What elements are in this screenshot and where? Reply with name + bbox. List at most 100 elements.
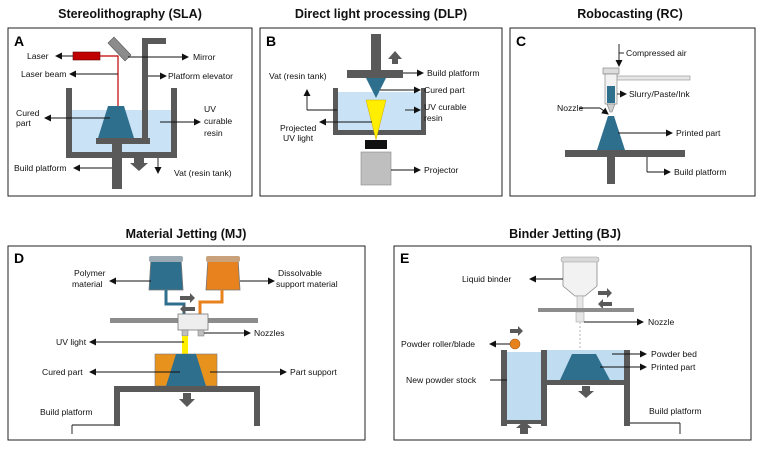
dlp-projector-lens <box>365 140 387 149</box>
rc-title: Robocasting (RC) <box>577 7 683 21</box>
sla-vat-label: Vat (resin tank) <box>174 168 232 178</box>
dlp-projected-label-1: Projected <box>280 123 317 133</box>
dlp-cured-part-label: Cured part <box>424 85 465 95</box>
sla-letter: A <box>14 33 24 49</box>
dlp-cured-part <box>366 78 386 98</box>
mj-down-arrow-icon <box>179 393 195 407</box>
bj-binder-feed <box>576 295 584 311</box>
mj-title: Material Jetting (MJ) <box>126 227 247 241</box>
bj-up-arrow-icon <box>516 421 532 434</box>
sla-cured-part-label-1: Cured <box>16 108 40 118</box>
sla-cured-part-label-2: part <box>16 118 31 128</box>
bj-bed-wall-right <box>624 350 630 426</box>
mj-cured-part-label: Cured part <box>42 367 83 377</box>
rc-printed-part <box>597 116 625 150</box>
bj-roller-arrow-icon <box>510 326 523 336</box>
sla-platform-elevator-label: Platform elevator <box>168 71 233 81</box>
dlp-vat <box>333 88 426 135</box>
mj-uv-light-label: UV light <box>56 337 87 347</box>
bj-title: Binder Jetting (BJ) <box>509 227 621 241</box>
bj-nozzle <box>575 311 585 323</box>
rc-letter: C <box>516 33 526 49</box>
mj-nozzles-label: Nozzles <box>254 328 285 338</box>
rc-build-platform <box>565 150 685 157</box>
dlp-build-platform-label: Build platform <box>427 68 480 78</box>
mj-nozzle-1 <box>181 329 189 337</box>
dlp-projected-light <box>365 99 387 141</box>
sla-build-platform-stem <box>112 144 122 189</box>
sla-laser-beam <box>100 55 119 106</box>
mj-polymer-tank <box>148 257 184 291</box>
sla-resin-label-2: curable <box>204 116 232 126</box>
mj-uv-light <box>182 336 188 354</box>
bj-printed-part-label: Printed part <box>651 362 696 372</box>
sla-mirror-label: Mirror <box>193 52 216 62</box>
mj-build-platform <box>114 386 260 392</box>
rc-slurry-label: Slurry/Paste/Ink <box>629 89 690 99</box>
mj-letter: D <box>14 250 24 266</box>
sla-laser <box>72 51 101 61</box>
bj-down-arrow-icon <box>578 386 594 398</box>
bj-stock-wall-left <box>501 350 507 426</box>
dlp-vat-label: Vat (resin tank) <box>269 71 327 81</box>
rc-nozzle-label: Nozzle <box>557 103 583 113</box>
mj-polymer-label-1: Polymer <box>74 268 106 278</box>
bj-new-powder-label: New powder stock <box>406 375 477 385</box>
bj-gantry-rail <box>538 308 634 312</box>
mj-platform-leg-left <box>114 392 120 426</box>
dlp-title: Direct light processing (DLP) <box>295 7 467 21</box>
bj-liquid-binder-label: Liquid binder <box>462 274 511 284</box>
mj-print-head <box>177 313 209 331</box>
mj-cured-part <box>166 354 206 386</box>
rc-build-platform-stem <box>607 157 615 184</box>
bj-letter: E <box>400 250 409 266</box>
mj-right-arrow-icon <box>180 293 195 303</box>
rc-compressed-air-label: Compressed air <box>626 48 687 58</box>
dlp-projector-label: Projector <box>424 165 459 175</box>
sla-down-arrow-icon <box>130 158 148 171</box>
bj-powder-roller-label: Powder roller/blade <box>401 339 475 349</box>
dlp-up-arrow-icon <box>388 51 402 64</box>
dlp-build-platform <box>347 70 403 78</box>
dlp-projected-label-2: UV light <box>283 133 314 143</box>
mj-polymer-tank-lid <box>149 256 183 262</box>
sla-mirror <box>107 36 132 62</box>
bj-powder-bed-label: Powder bed <box>651 349 697 359</box>
dlp-resin-label-2: resin <box>424 113 443 123</box>
rc-nozzle-tip <box>606 103 616 113</box>
sla-resin-label-3: resin <box>204 128 223 138</box>
rc-panel <box>509 27 756 197</box>
sla-resin-label-1: UV <box>204 104 216 114</box>
rc-gantry-rail <box>611 75 691 81</box>
mj-support-tank-lid <box>206 256 240 262</box>
sla-build-platform-label: Build platform <box>14 163 67 173</box>
rc-slurry <box>607 86 615 103</box>
rc-syringe-cap <box>602 67 620 75</box>
mj-dissolvable-label-2: support material <box>276 279 338 289</box>
bj-left-arrow-icon <box>598 299 612 309</box>
mj-build-platform-label: Build platform <box>40 407 93 417</box>
rc-build-platform-label: Build platform <box>674 167 727 177</box>
sla-laser-beam-label: Laser beam <box>21 69 66 79</box>
bj-binder-tank <box>562 259 598 297</box>
bj-build-platform-label: Build platform <box>649 406 702 416</box>
dlp-projector <box>360 151 392 186</box>
mj-dissolvable-label-1: Dissolvable <box>278 268 322 278</box>
mj-support-tank <box>205 257 241 291</box>
bj-stock-wall-mid <box>541 350 547 426</box>
bj-powder-stock <box>507 352 541 422</box>
mj-support-line <box>198 290 224 320</box>
mj-part-support-label: Part support <box>290 367 337 377</box>
mj-left-arrow-icon <box>180 304 195 314</box>
dlp-elevator <box>371 34 381 70</box>
rc-printed-part-label: Printed part <box>676 128 721 138</box>
sla-title: Stereolithography (SLA) <box>58 7 202 21</box>
bj-nozzle-label: Nozzle <box>648 317 674 327</box>
bj-powder-roller <box>509 338 521 350</box>
bj-binder-tank-lid <box>560 256 600 263</box>
sla-platform-elevator <box>142 38 166 140</box>
bj-printed-part <box>560 354 610 380</box>
mj-platform-leg-right <box>254 392 260 426</box>
bj-build-platform <box>547 380 624 385</box>
